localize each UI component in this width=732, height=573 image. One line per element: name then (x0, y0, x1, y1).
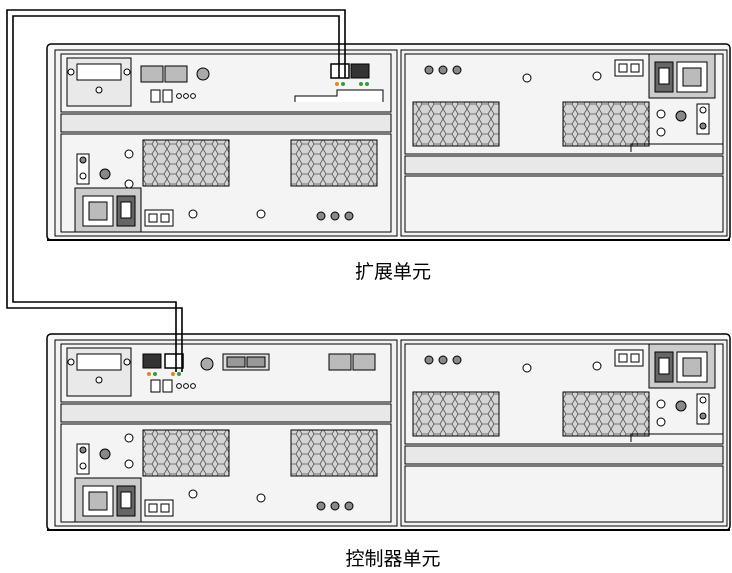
expansion-cable (6, 9, 346, 372)
expansion-power-supply-right (404, 53, 724, 155)
controller-io-module (60, 343, 392, 403)
controller-unit-label: 控制器单元 (345, 548, 440, 570)
controller-unit (46, 333, 731, 531)
expansion-unit (46, 43, 731, 241)
expansion-unit-label: 扩展单元 (355, 261, 431, 283)
expansion-power-supply-left (60, 133, 392, 233)
expansion-io-module (60, 53, 392, 113)
controller-power-supply-left (60, 423, 392, 523)
controller-power-supply-right (404, 343, 724, 445)
